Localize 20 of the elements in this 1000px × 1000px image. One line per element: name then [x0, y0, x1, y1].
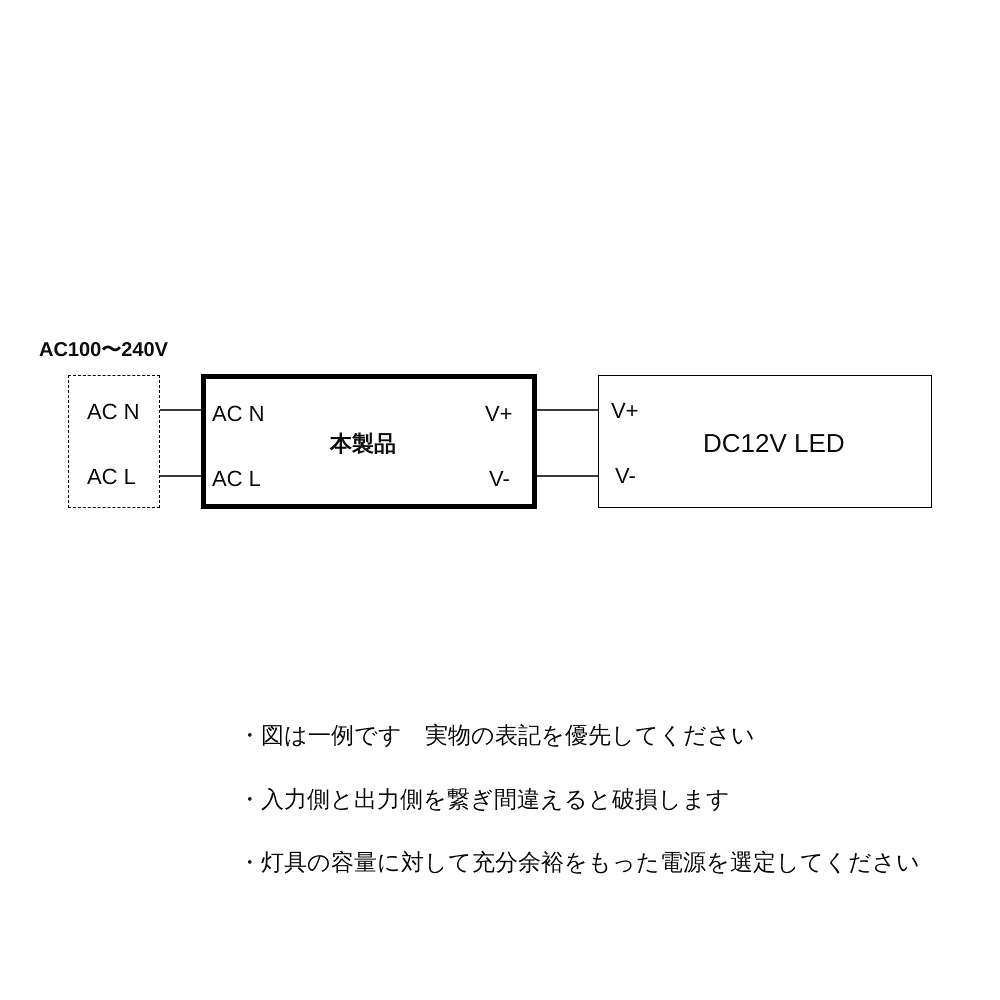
- wire: [160, 409, 201, 411]
- terminal-label: V-: [615, 465, 636, 487]
- terminal-label: AC L: [212, 468, 261, 490]
- power-supply-box: [201, 374, 537, 509]
- terminal-label: V+: [611, 400, 639, 422]
- terminal-label: V+: [485, 403, 513, 425]
- product-label: 本製品: [330, 433, 396, 455]
- note-text: ・入力側と出力側を繋ぎ間違えると破損します: [238, 788, 730, 811]
- wire: [537, 475, 598, 477]
- terminal-label: AC L: [87, 466, 136, 488]
- wire: [160, 475, 201, 477]
- device-label: DC12V LED: [703, 430, 845, 456]
- wire: [537, 409, 598, 411]
- note-text: ・灯具の容量に対して充分余裕をもった電源を選定してください: [238, 851, 920, 874]
- led-box: [598, 375, 932, 508]
- terminal-label: V-: [489, 468, 510, 490]
- terminal-label: AC N: [87, 401, 140, 423]
- voltage-heading: AC100〜240V: [39, 340, 168, 360]
- terminal-label: AC N: [212, 403, 265, 425]
- note-text: ・図は一例です 実物の表記を優先してください: [238, 724, 755, 747]
